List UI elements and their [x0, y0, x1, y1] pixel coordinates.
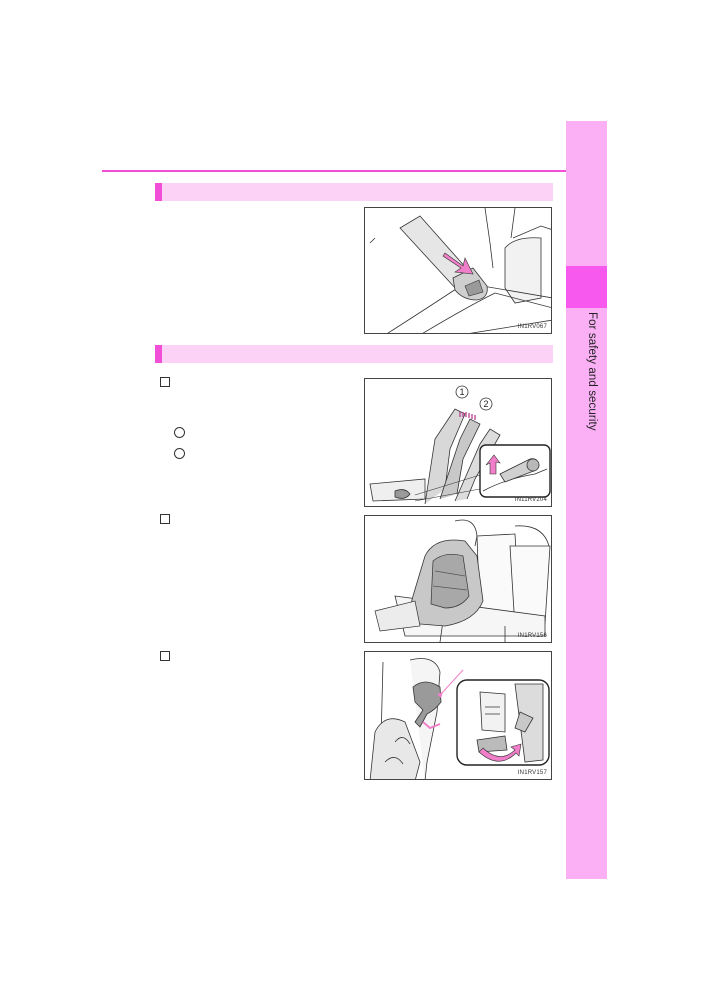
figure-child-seat: IN1RV156	[364, 515, 552, 643]
list-circle-2	[174, 448, 185, 459]
figure-seat-lever: 1 2 IN11RV204	[364, 378, 552, 507]
child-seat-illustration	[374, 519, 551, 642]
chapter-side-tab-active	[566, 266, 607, 308]
chapter-side-label: For safety and security	[586, 312, 598, 431]
step-box-2	[160, 514, 170, 524]
step-box-3	[160, 651, 170, 661]
figure-seatbelt-buckle: IN1RV067	[364, 207, 552, 334]
figure-code: IN1RV156	[517, 633, 547, 639]
step-box-1	[160, 377, 170, 387]
section-heading-bar-1	[155, 183, 553, 201]
seatbelt-buckle-illustration	[369, 208, 551, 333]
top-tether-illustration	[369, 658, 550, 779]
callout-number-1: 1	[459, 387, 464, 397]
header-rule	[102, 170, 607, 172]
callout-number-2: 2	[483, 399, 488, 409]
figure-code: IN11RV204	[514, 497, 547, 503]
list-circle-1	[174, 427, 185, 438]
figure-code: IN1RV067	[517, 324, 547, 330]
chapter-side-tab	[566, 121, 607, 879]
section-heading-bar-2	[155, 345, 553, 363]
figure-code: IN1RV157	[517, 770, 547, 776]
seat-lever-illustration: 1 2	[369, 385, 551, 505]
figure-top-tether: IN1RV157	[364, 651, 552, 780]
